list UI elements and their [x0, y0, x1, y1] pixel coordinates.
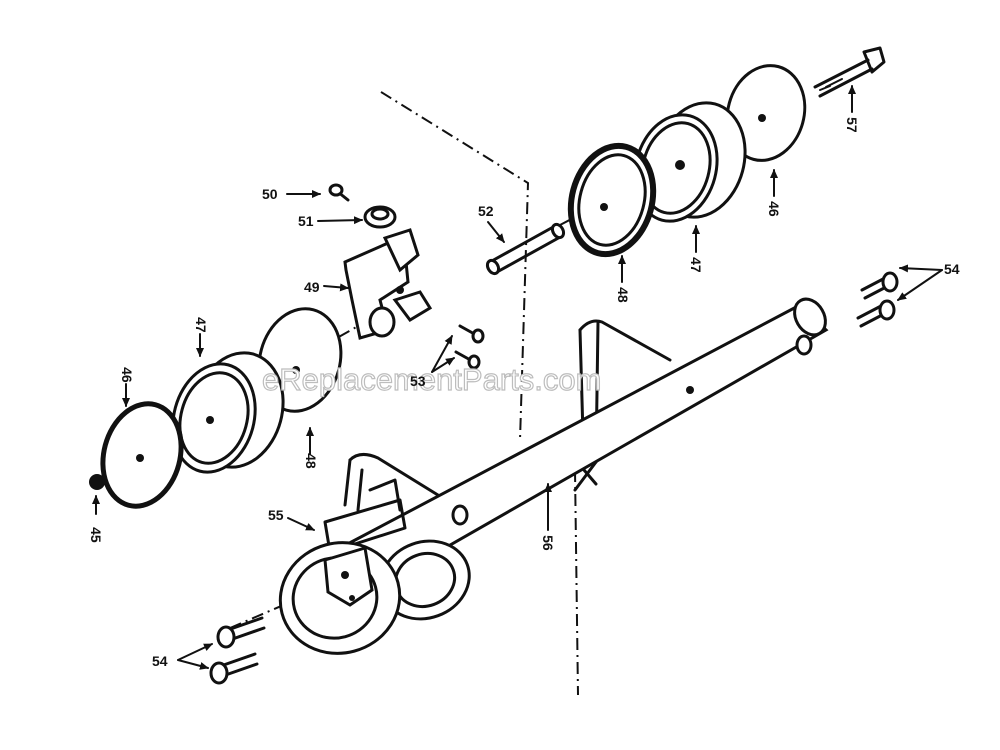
label-45: 45	[88, 527, 104, 543]
wheel-assembly-55	[278, 478, 471, 655]
label-48-right: 48	[615, 287, 631, 303]
label-57: 57	[844, 117, 860, 133]
label-53: 53	[410, 373, 426, 389]
hub-nut-45	[89, 474, 105, 490]
label-47-left: 47	[193, 317, 209, 333]
bolt-50	[328, 183, 350, 202]
bracket-49	[343, 228, 433, 340]
label-54-right: 54	[944, 261, 960, 277]
label-54-left: 54	[152, 653, 168, 669]
label-56: 56	[540, 535, 556, 551]
label-49: 49	[304, 279, 320, 295]
watermark-text: eReplacementParts.com	[262, 362, 601, 397]
label-51: 51	[298, 213, 314, 229]
label-46-left: 46	[119, 367, 135, 383]
bolts-54-right	[856, 271, 899, 328]
label-48-left: 48	[303, 453, 319, 469]
label-55: 55	[268, 507, 284, 523]
callout-arrows	[92, 85, 943, 670]
callout-labels: 45 46 47 48 49 50 51 52 53 54 54 55 56 5…	[88, 117, 960, 669]
axle-pin-52	[485, 222, 566, 276]
bolt-57	[813, 46, 886, 98]
bushing-51	[363, 205, 397, 229]
bolts-54-left	[209, 616, 266, 685]
label-46-right: 46	[766, 201, 782, 217]
label-47-right: 47	[688, 257, 704, 273]
label-52: 52	[478, 203, 494, 219]
label-50: 50	[262, 186, 278, 202]
bolts-53	[454, 324, 485, 370]
tire-48-right	[567, 142, 657, 258]
wheel-cap-46-left	[100, 401, 184, 509]
wheel-47-left	[171, 351, 285, 474]
wheel-cap-46-right	[725, 64, 807, 162]
